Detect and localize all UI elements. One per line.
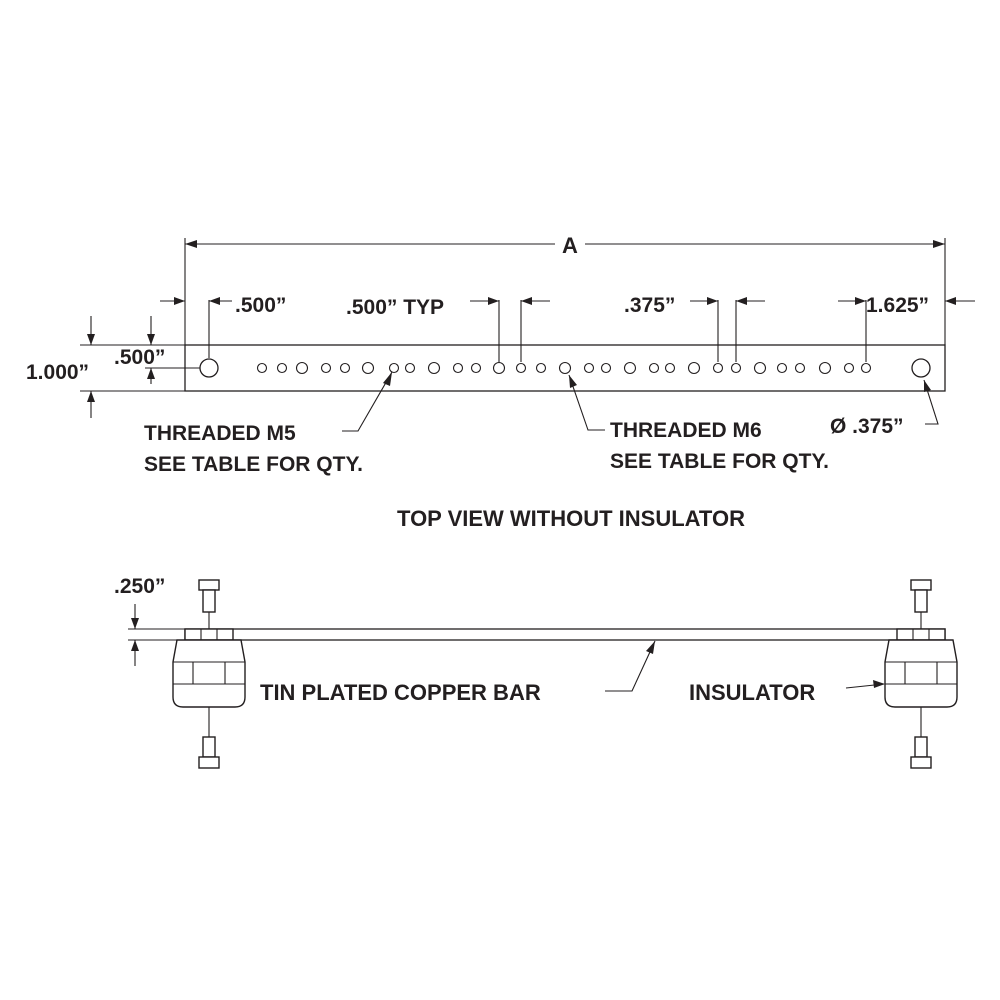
threaded-hole — [295, 361, 309, 375]
dimension-label-end-offset-right: 1.625” — [866, 294, 929, 317]
threaded-hole — [712, 362, 724, 374]
threaded-hole — [320, 362, 332, 374]
copper-bar-side — [184, 628, 946, 641]
callout-m6-line2: SEE TABLE FOR QTY. — [610, 450, 829, 473]
threaded-hole — [492, 361, 506, 375]
threaded-hole — [452, 362, 464, 374]
insulator-assembly-left — [172, 579, 246, 769]
label-copper-bar: TIN PLATED COPPER BAR — [260, 680, 541, 705]
dimension-label-end-hole-offset: .500” — [235, 294, 286, 317]
threaded-hole — [600, 362, 612, 374]
threaded-hole — [860, 362, 872, 374]
dimension-bar-width: 1.000” — [26, 316, 185, 418]
dimension-label-hole-row-offset: .500” — [114, 346, 165, 369]
threaded-hole-row — [256, 361, 872, 375]
threaded-hole — [339, 362, 351, 374]
threaded-hole — [648, 362, 660, 374]
threaded-hole — [818, 361, 832, 375]
threaded-hole — [515, 362, 527, 374]
callout-copper-bar: TIN PLATED COPPER BAR — [260, 640, 656, 705]
insulator-assembly-right — [884, 579, 958, 769]
dimension-thickness: .250” — [114, 575, 185, 666]
dimension-overall-length: A — [184, 233, 946, 345]
threaded-hole — [664, 362, 676, 374]
threaded-hole — [276, 362, 288, 374]
threaded-hole — [256, 362, 268, 374]
callout-threaded-m6: THREADED M6 SEE TABLE FOR QTY. — [568, 374, 829, 473]
threaded-hole — [427, 361, 441, 375]
callout-threaded-m5: THREADED M5 SEE TABLE FOR QTY. — [144, 371, 393, 476]
dimension-label-thickness: .250” — [114, 575, 165, 598]
threaded-hole — [623, 361, 637, 375]
mounting-hole-right — [911, 358, 931, 378]
label-insulator: INSULATOR — [689, 680, 815, 705]
dimension-end-offset-right: 1.625” — [838, 294, 975, 362]
dimension-hole-row-offset: .500” — [114, 316, 200, 384]
callout-mount-hole-label: Ø .375” — [830, 415, 904, 438]
dimension-hole-pitch: .500” TYP — [346, 296, 550, 362]
threaded-hole — [730, 362, 742, 374]
threaded-hole — [776, 362, 788, 374]
threaded-hole — [687, 361, 701, 375]
callout-m6-line1: THREADED M6 — [610, 419, 762, 442]
threaded-hole — [404, 362, 416, 374]
top-view: A .500” .500” TYP — [26, 233, 975, 531]
view-caption: TOP VIEW WITHOUT INSULATOR — [397, 506, 745, 531]
callout-mount-hole: Ø .375” — [830, 379, 939, 438]
threaded-hole — [388, 362, 400, 374]
dimension-end-hole-offset: .500” — [160, 294, 286, 358]
threaded-hole — [558, 361, 572, 375]
mounting-hole-left — [199, 358, 219, 378]
threaded-hole — [535, 362, 547, 374]
dimension-label-hole-pitch: .500” TYP — [346, 296, 444, 319]
threaded-hole — [794, 362, 806, 374]
dimension-small-pitch: .375” — [624, 294, 765, 362]
insulator-body-left — [172, 639, 246, 708]
dimension-label-small-pitch: .375” — [624, 294, 675, 317]
side-view: .250” — [114, 575, 958, 769]
callout-m5-line1: THREADED M5 — [144, 422, 296, 445]
threaded-hole — [843, 362, 855, 374]
insulator-body-right — [884, 639, 958, 708]
threaded-hole — [361, 361, 375, 375]
callout-m5-line2: SEE TABLE FOR QTY. — [144, 453, 363, 476]
threaded-hole — [470, 362, 482, 374]
callout-insulator: INSULATOR — [689, 680, 885, 705]
threaded-hole — [583, 362, 595, 374]
dimension-label-bar-width: 1.000” — [26, 361, 89, 384]
threaded-hole — [753, 361, 767, 375]
dimension-label-a: A — [562, 233, 578, 258]
